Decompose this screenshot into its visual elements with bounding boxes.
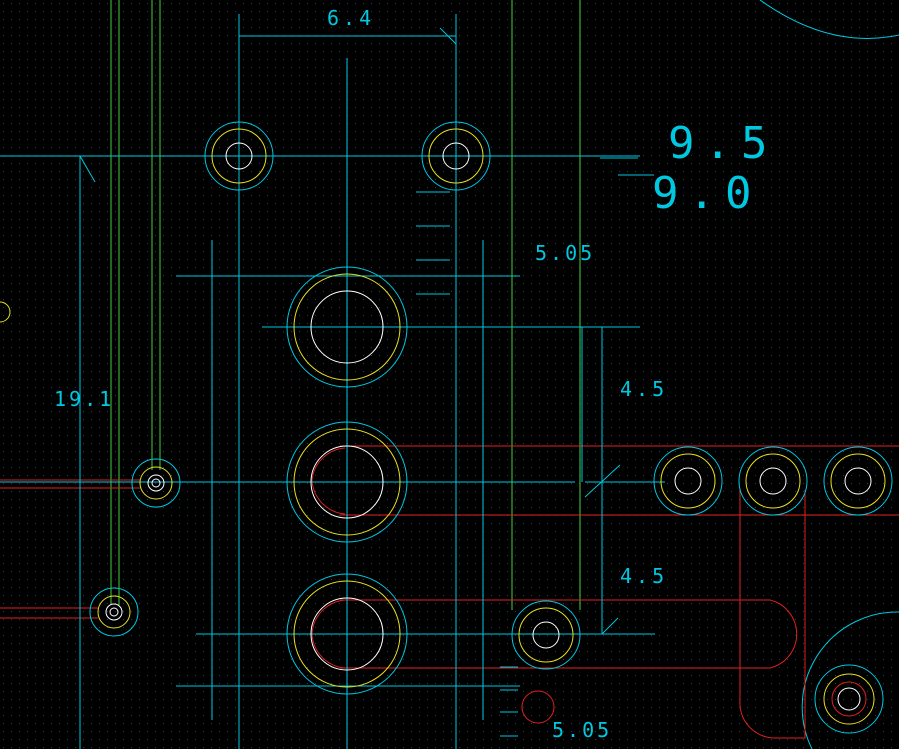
dim-right-mid-1: 4.5 (620, 377, 668, 401)
pads (0, 121, 893, 734)
pad-left-edge[interactable] (0, 301, 11, 323)
red-traces (0, 445, 899, 739)
top-right-arc (759, 0, 899, 39)
green-traces (110, 0, 581, 610)
dimension-labels: 6.4 9.5 9.0 5.05 19.1 4.5 4.5 5.05 (54, 6, 777, 742)
construction-lines (0, 14, 665, 749)
pad-row-3[interactable] (823, 446, 893, 516)
pad-bottom-mid[interactable] (511, 600, 581, 670)
pad-small-left-mid[interactable] (131, 458, 181, 508)
dim-left-vertical: 19.1 (54, 387, 114, 411)
pad-row-1[interactable] (653, 446, 723, 516)
pad-bottom-right[interactable] (814, 664, 884, 734)
dim-top-width: 6.4 (327, 6, 375, 30)
pad-small-left-low[interactable] (89, 587, 139, 637)
dim-bottom-right: 5.05 (552, 718, 612, 742)
dim-right-mid-2: 4.5 (620, 564, 668, 588)
bottom-right-arc (801, 611, 899, 749)
pad-large-1[interactable] (286, 266, 408, 388)
pad-large-2[interactable] (286, 421, 408, 543)
corner-arcs (759, 0, 899, 749)
dim-big-bottom: 9.0 (652, 168, 761, 219)
pad-top-right[interactable] (421, 121, 491, 191)
pad-top-left[interactable] (204, 121, 274, 191)
pad-large-3[interactable] (286, 573, 408, 695)
dim-big-top: 9.5 (668, 118, 777, 169)
pad-row-2[interactable] (738, 446, 808, 516)
dim-right-upper: 5.05 (535, 241, 595, 265)
